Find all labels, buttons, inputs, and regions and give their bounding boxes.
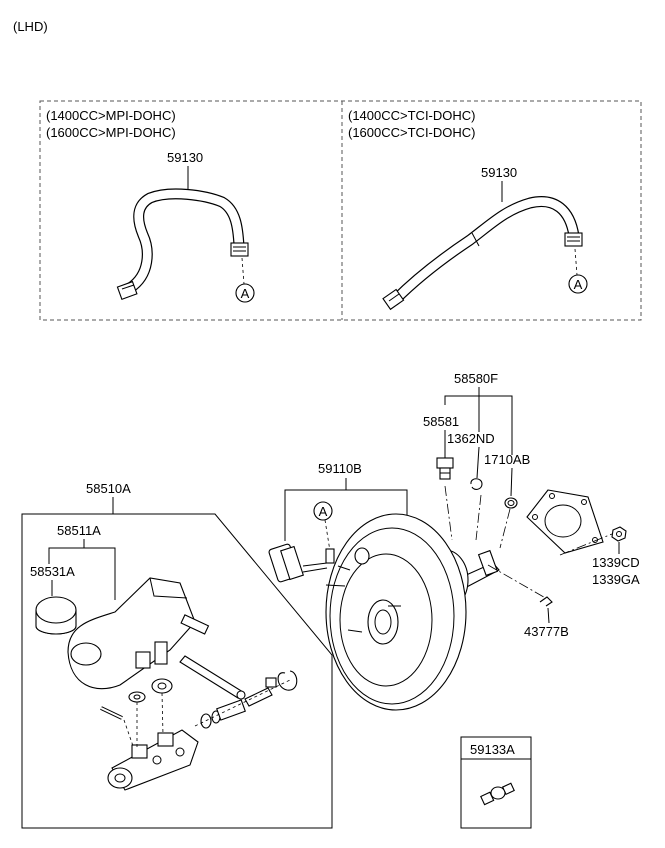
nut-1339GA-label: 1339GA bbox=[592, 572, 640, 587]
brake-fluid-reservoir-58511A bbox=[67, 577, 210, 690]
valve-59133A-box bbox=[460, 736, 532, 829]
pin-43777B-label: 43777B bbox=[524, 624, 569, 639]
pin-43777B-leader bbox=[547, 607, 550, 624]
piston-assembly bbox=[200, 670, 298, 729]
reservoir-58511A-bracket bbox=[48, 547, 116, 600]
clip-1362ND-label: 1362ND bbox=[447, 431, 495, 446]
right-engine-panel: (1400CC>TCI-DOHC) (1600CC>TCI-DOHC) 5913… bbox=[348, 108, 588, 311]
left-ref-a-circle bbox=[235, 283, 255, 303]
reservoir-cap-58531A bbox=[35, 596, 77, 635]
mc-58510A-label: 58510A bbox=[86, 481, 131, 496]
left-engine-2: (1600CC>MPI-DOHC) bbox=[46, 125, 176, 140]
booster-nut-1339 bbox=[611, 526, 627, 542]
bolt-axis-line bbox=[444, 485, 453, 541]
booster-ref-a-label: A bbox=[319, 504, 328, 519]
oring-1710AB bbox=[504, 497, 518, 509]
clip-1362ND bbox=[470, 478, 483, 490]
clip-1362ND-leader bbox=[476, 446, 480, 479]
right-hose-ref-dash bbox=[574, 248, 578, 276]
booster-axis-line bbox=[487, 564, 550, 601]
check-valve-bolt-58581 bbox=[436, 457, 454, 480]
left-vacuum-hose bbox=[116, 188, 249, 301]
bolt-58581-label: 58581 bbox=[423, 414, 459, 429]
grommet2-assembly-line bbox=[161, 692, 164, 736]
valve-59133A-label: 59133A bbox=[470, 742, 515, 757]
reservoir-grommet-1 bbox=[128, 691, 146, 703]
oring-1710AB-leader bbox=[510, 467, 513, 497]
booster-ref-a-circle bbox=[313, 501, 333, 521]
left-engine-1: (1400CC>MPI-DOHC) bbox=[46, 108, 176, 123]
brake-booster-59110B bbox=[325, 513, 500, 711]
left-engine-panel: (1400CC>MPI-DOHC) (1600CC>MPI-DOHC) 5913… bbox=[46, 108, 255, 303]
check-valve-59133A bbox=[480, 782, 515, 806]
rod-assembly-line bbox=[123, 719, 134, 747]
retaining-rod bbox=[100, 706, 123, 720]
right-vacuum-hose bbox=[382, 196, 583, 311]
right-ref-a-circle bbox=[568, 274, 588, 294]
right-engine-1: (1400CC>TCI-DOHC) bbox=[348, 108, 476, 123]
nut-1339CD-label: 1339CD bbox=[592, 555, 640, 570]
booster-ref-a-dash bbox=[324, 519, 331, 552]
booster-59110B-bracket bbox=[284, 489, 408, 520]
reservoir-grommet-2 bbox=[151, 678, 173, 694]
master-cylinder-body bbox=[107, 729, 199, 791]
variant-label: (LHD) bbox=[13, 19, 48, 34]
clip-axis-line bbox=[475, 494, 482, 541]
kit-58580F-label: 58580F bbox=[454, 371, 498, 386]
reservoir-pin bbox=[179, 655, 246, 700]
vacuum-sensor bbox=[268, 543, 335, 583]
left-ref-a-label: A bbox=[241, 286, 250, 301]
oring-1710AB-label: 1710AB bbox=[484, 452, 530, 467]
right-ref-a-label: A bbox=[574, 277, 583, 292]
right-engine-2: (1600CC>TCI-DOHC) bbox=[348, 125, 476, 140]
left-hose-ref-dash bbox=[241, 257, 245, 285]
oring-axis-line bbox=[499, 508, 511, 549]
clevis-pin-43777B bbox=[539, 596, 553, 607]
booster-gasket-plate bbox=[526, 489, 604, 554]
booster-59110B-label: 59110B bbox=[318, 461, 362, 476]
reservoir-58511A-label: 58511A bbox=[57, 523, 101, 538]
nut-axis-line bbox=[559, 533, 613, 556]
mc-58510A-frame bbox=[21, 513, 333, 829]
vacuum-hose-panels-frame bbox=[39, 100, 642, 321]
right-hose-part-no: 59130 bbox=[481, 165, 517, 180]
cap-58531A-label: 58531A bbox=[30, 564, 75, 579]
left-hose-part-no: 59130 bbox=[167, 150, 203, 165]
